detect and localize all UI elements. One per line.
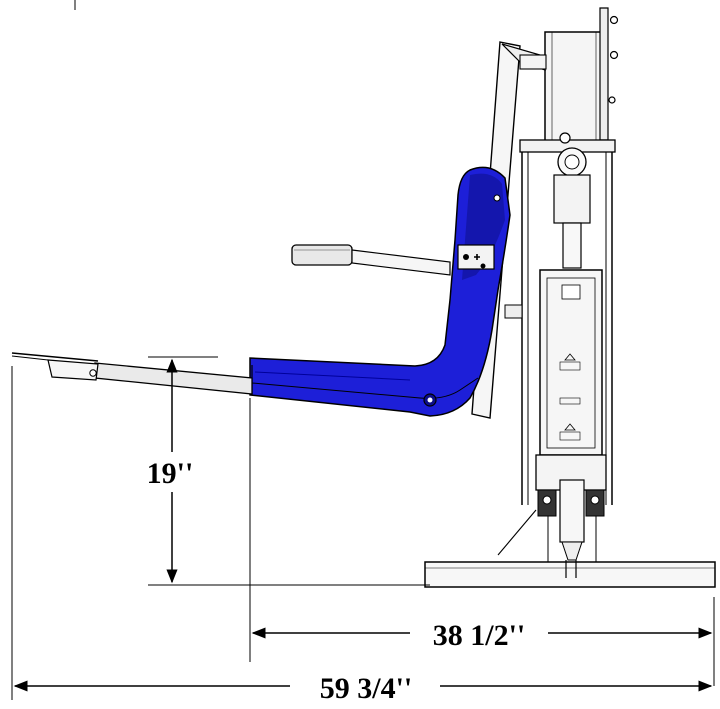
base-plate bbox=[424, 561, 716, 588]
lift-mast bbox=[497, 7, 619, 578]
blue-seat bbox=[249, 166, 511, 417]
armrest bbox=[291, 244, 451, 276]
footrest-extension bbox=[11, 352, 253, 395]
overall-dimension bbox=[11, 366, 713, 705]
height-dimension-label: 19'' bbox=[147, 457, 194, 490]
overall-dimension-label: 59 3/4'' bbox=[320, 672, 413, 705]
height-dimension bbox=[132, 356, 430, 586]
depth-dimension-label: 38 1/2'' bbox=[433, 619, 526, 652]
depth-dimension bbox=[249, 398, 715, 686]
